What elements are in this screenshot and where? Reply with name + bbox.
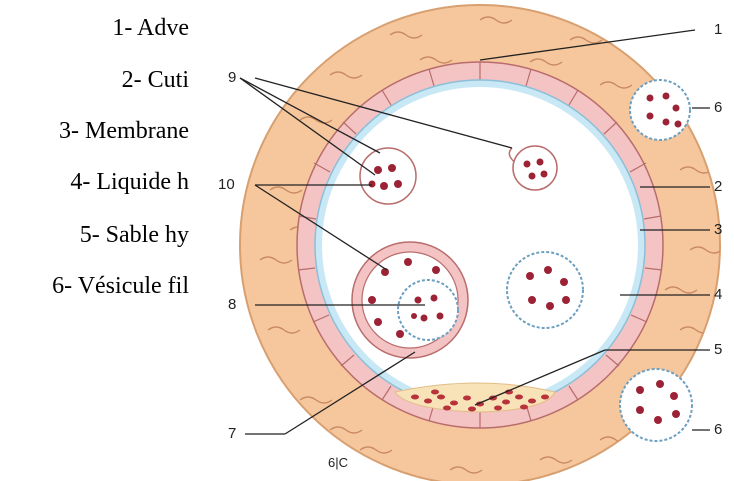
legend-item-vesicule: 6- Vésicule fil [52, 272, 189, 300]
diagram-number-6-top: 6 [714, 100, 722, 116]
exogenous-vesicle-top [630, 80, 690, 140]
exogenous-vesicle-bottom [620, 369, 692, 441]
legend-item-sable: 5- Sable hy [80, 221, 189, 249]
legend-item-liquide: 4- Liquide h [70, 168, 189, 196]
brood-capsule-left [360, 148, 416, 204]
diagram-number-8: 8 [228, 297, 236, 313]
diagram-number-3: 3 [714, 222, 722, 238]
diagram-number-4: 4 [714, 287, 722, 303]
artist-signature: 6|C [328, 455, 348, 471]
legend-cutoff-mask [190, 0, 225, 300]
daughter-vesicle-center [507, 252, 583, 328]
diagram-number-7: 7 [228, 426, 236, 442]
legend-item-membrane: 3- Membrane [59, 117, 189, 145]
diagram-number-5: 5 [714, 342, 722, 358]
diagram-number-10: 10 [218, 177, 235, 193]
diagram-number-6-bottom: 6 [714, 422, 722, 438]
diagram-number-9: 9 [228, 70, 236, 86]
granddaughter-vesicle [398, 280, 458, 340]
diagram-number-1: 1 [714, 22, 722, 38]
legend-item-cuticule: 2- Cuti [122, 66, 189, 94]
legend-item-adventice: 1- Adve [112, 14, 189, 42]
diagram-number-2: 2 [714, 179, 722, 195]
